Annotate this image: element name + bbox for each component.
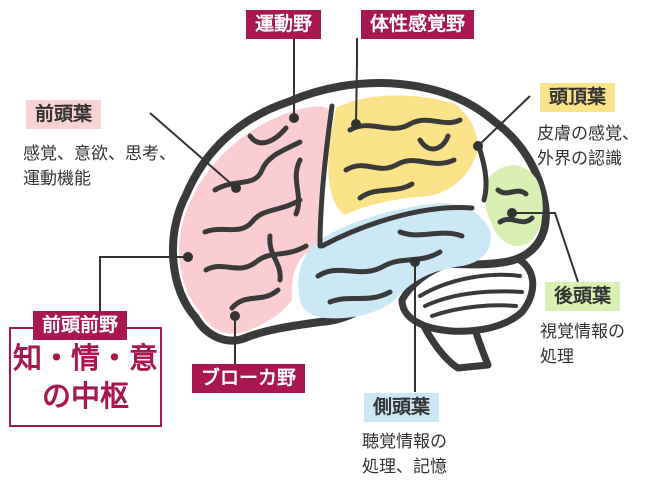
temporal-lobe-description: 聴覚情報の 処理、記憶 — [362, 430, 447, 480]
frontal-desc-line-2: 運動機能 — [23, 169, 91, 189]
label-frontal-lobe: 前頭葉 — [26, 100, 102, 129]
label-temporal-lobe: 側頭葉 — [364, 393, 440, 422]
occipital-lobe — [484, 165, 543, 246]
label-motor-cortex: 運動野 — [246, 10, 322, 39]
prefrontal-desc-line-1: 知・情・意 — [12, 341, 158, 375]
parietal-desc-line-2: 外界の認識 — [537, 149, 622, 169]
leader-lines — [99, 38, 579, 392]
label-prefrontal-cortex: 前頭前野 — [33, 311, 128, 340]
leader-dots — [183, 113, 517, 321]
cerebellum-folds — [418, 272, 524, 318]
label-occipital-lobe: 後頭葉 — [545, 282, 621, 311]
temporal-desc-line-1: 聴覚情報の — [362, 432, 447, 452]
occipital-desc-line-1: 視覚情報の — [540, 322, 625, 342]
frontal-lobe-description: 感覚、意欲、思考、 運動機能 — [23, 142, 176, 192]
brain-gyri — [202, 103, 535, 311]
prefrontal-desc-line-2: の中枢 — [41, 379, 129, 413]
temporal-desc-line-2: 処理、記憶 — [362, 457, 447, 477]
label-broca-area: ブローカ野 — [192, 364, 306, 393]
occipital-desc-line-2: 処理 — [540, 347, 574, 367]
label-parietal-lobe: 頭頂葉 — [540, 83, 616, 112]
frontal-desc-line-1: 感覚、意欲、思考、 — [23, 144, 176, 164]
occipital-lobe-description: 視覚情報の 処理 — [540, 320, 625, 370]
parietal-desc-line-1: 皮膚の感覚、 — [537, 124, 639, 144]
parietal-lobe-description: 皮膚の感覚、 外界の認識 — [537, 122, 639, 172]
label-somatosensory-cortex: 体性感覚野 — [361, 10, 475, 39]
